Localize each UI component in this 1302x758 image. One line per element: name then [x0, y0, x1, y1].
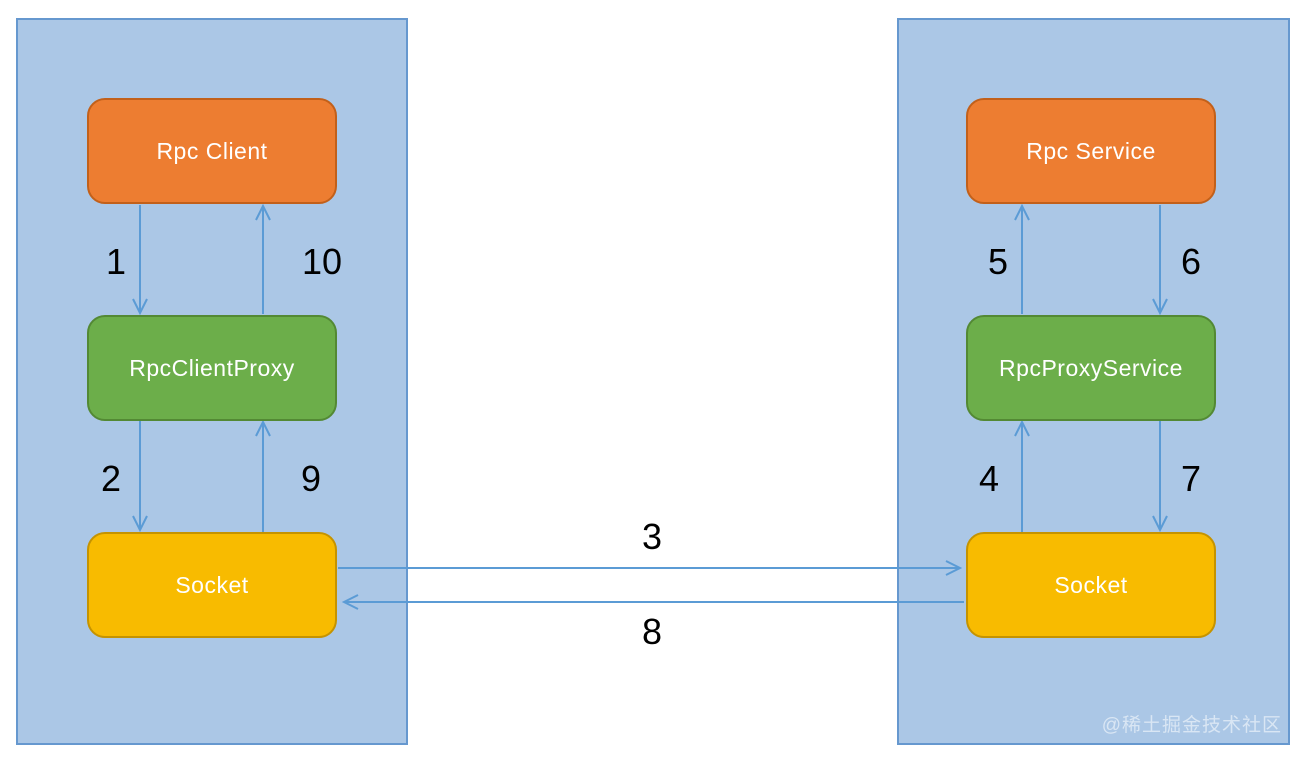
rpc-proxy-service-label: RpcProxyService: [999, 354, 1183, 381]
rpc-client-proxy-node: RpcClientProxy: [87, 315, 337, 421]
juejin-watermark: @稀土掘金技术社区: [1101, 715, 1282, 736]
rpc-client-node: Rpc Client: [87, 98, 337, 204]
client-socket-label: Socket: [175, 571, 249, 598]
step-label-4: 4: [978, 458, 1000, 499]
step-label-6: 6: [1180, 241, 1202, 282]
rpc-client-proxy-label: RpcClientProxy: [129, 354, 295, 381]
step-label-9: 9: [300, 458, 322, 499]
step-label-8: 8: [641, 611, 663, 652]
step-label-5: 5: [987, 241, 1009, 282]
client-socket-node: Socket: [87, 532, 337, 638]
rpc-service-node: Rpc Service: [966, 98, 1216, 204]
step-label-10: 10: [301, 241, 343, 282]
service-socket-node: Socket: [966, 532, 1216, 638]
rpc-client-label: Rpc Client: [156, 137, 268, 164]
rpc-service-label: Rpc Service: [1026, 137, 1156, 164]
step-label-2: 2: [100, 458, 122, 499]
rpc-proxy-service-node: RpcProxyService: [966, 315, 1216, 421]
step-label-7: 7: [1180, 458, 1202, 499]
step-label-1: 1: [105, 241, 127, 282]
service-socket-label: Socket: [1054, 571, 1128, 598]
step-label-3: 3: [641, 516, 663, 557]
